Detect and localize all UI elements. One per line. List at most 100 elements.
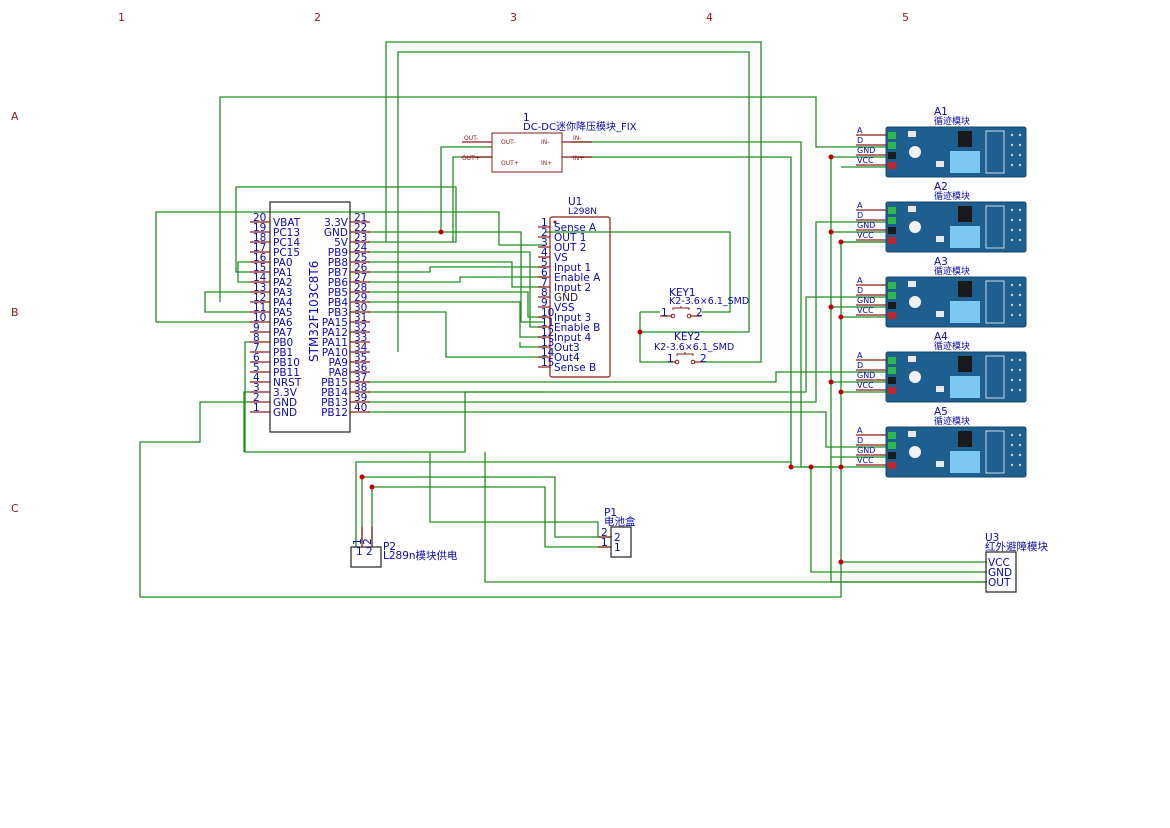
sensor-pin-label: A (857, 276, 863, 285)
sensor-hole (1018, 163, 1022, 167)
mcu-pin-name: PB12 (321, 407, 348, 419)
l298-pin-num: 1 (541, 217, 548, 229)
sensor-ref: A4 (934, 331, 948, 343)
sensor-pin-label: A (857, 426, 863, 435)
l298-pin-name: Enable A (554, 272, 601, 284)
mcu-pin-name: PA2 (273, 277, 293, 289)
sensor-ir-pair (950, 451, 980, 473)
mcu-pin-name: VBAT (273, 217, 301, 229)
col-label: 1 (118, 11, 125, 24)
key1-pin2: 2 (696, 307, 703, 319)
mcu-pin-name: PB11 (273, 367, 300, 379)
key2[interactable]: KEY2 K2-3.6×6.1_SMD 1 2 (654, 331, 734, 365)
sensor-ref: A1 (934, 106, 948, 118)
col-label: 4 (706, 11, 713, 24)
sensor-pin-label: GND (857, 221, 875, 230)
mcu-pin-num: 19 (253, 222, 266, 234)
sensor-ir-pair (950, 376, 980, 398)
sensor-ir-pair (950, 301, 980, 323)
sensor-hole (1018, 443, 1022, 447)
sensor-hole (1010, 153, 1014, 157)
key2-pin1: 1 (667, 353, 674, 365)
sensor-pad (888, 367, 896, 374)
sensor-hole (1018, 433, 1022, 437)
sensor-hole (1010, 283, 1014, 287)
mcu-pin-name: 3.3V (273, 387, 298, 399)
sensor-pin-label: VCC (857, 456, 874, 465)
dcdc-value: DC-DC迷你降压模块_FIX (523, 120, 637, 133)
sensor-hole (1018, 153, 1022, 157)
key1-ref: KEY1 (669, 287, 696, 299)
sensor-chip (958, 431, 972, 447)
mcu-pin-num: 12 (253, 292, 266, 304)
sensor-hole (1010, 218, 1014, 222)
sensor-ref: A5 (934, 406, 948, 418)
sensor-pin-label: GND (857, 371, 875, 380)
mcu-pin-name: GND (324, 227, 348, 239)
sensor-value: 循迹模块 (934, 340, 970, 352)
sensor-pad (888, 357, 896, 364)
p2-l298n-power[interactable]: 1 2 1 2 P2 L289n模块供电 (350, 527, 458, 568)
p1-battery-box[interactable]: P1 电池盒 2 1 2 1 (598, 507, 636, 558)
sensor-ref: A3 (934, 256, 948, 268)
sensor-hole (1018, 208, 1022, 212)
l298-value: L298N (568, 207, 597, 217)
junctions (359, 154, 844, 565)
sensor-ir-pair (950, 151, 980, 173)
key1-pin1: 1 (661, 307, 668, 319)
mcu-pin-num: 31 (354, 312, 367, 324)
sensor-led (936, 236, 944, 242)
p1-ref: P1 (604, 507, 617, 519)
key1[interactable]: KEY1 K2-3.6×6.1_SMD 1 2 (660, 287, 749, 319)
l298-pin-name: Input 4 (554, 332, 592, 344)
mcu-pin-num: 7 (253, 342, 260, 354)
sensor-header (985, 205, 1005, 249)
mcu-pin-num: 20 (253, 212, 266, 224)
row-label: C (11, 502, 19, 515)
u3-ir-module[interactable]: U3 红外避障模块 VCC GND OUT (985, 532, 1048, 593)
sensor-pin-label: A (857, 351, 863, 360)
sensor-pad (888, 207, 896, 214)
mcu-pin-num: 25 (354, 252, 367, 264)
l298-pin-num: 14 (541, 347, 555, 359)
p1-pin1-num: 1 (601, 537, 608, 549)
mcu-pin-name: PB8 (328, 257, 348, 269)
sensor-hole (1010, 208, 1014, 212)
l298-pin-num: 9 (541, 297, 548, 309)
dcdc-module[interactable]: 1 DC-DC迷你降压模块_FIX OUT- OUT+ OUT- OUT+ IN… (462, 112, 637, 173)
l298-pin-name: Enable B (554, 322, 600, 334)
l298-pin-name: Input 3 (554, 312, 591, 324)
sensor-hole (1018, 378, 1022, 382)
mcu-pin-num: 33 (354, 332, 367, 344)
sensor-hole (1018, 293, 1022, 297)
sensor-pin-label: D (857, 136, 863, 145)
mcu-pin-name: PC15 (273, 247, 300, 259)
sensor-hole (1010, 358, 1014, 362)
mcu-pin-name: 5V (334, 237, 349, 249)
sensor-pad (888, 302, 896, 309)
sensor-hole (1010, 163, 1014, 167)
mcu-pin-name: PB1 (273, 347, 293, 359)
mcu-pin-num: 11 (253, 302, 266, 314)
sensor-pad (888, 462, 896, 469)
sensor-pin-label: D (857, 211, 863, 220)
sensor-hole (1010, 433, 1014, 437)
mcu-pin-num: 3 (253, 382, 260, 394)
mcu-pin-num: 36 (354, 362, 368, 374)
mcu-pin-num: 2 (253, 392, 260, 404)
mcu-pin-num: 13 (253, 282, 266, 294)
p1-pin2-num: 2 (601, 527, 608, 539)
sensor-hole (1010, 453, 1014, 457)
mcu-pin-num: 1 (253, 402, 260, 414)
sensor-hole (1010, 143, 1014, 147)
sensor-pin-label: D (857, 361, 863, 370)
mcu-pin-name: PA5 (273, 307, 293, 319)
